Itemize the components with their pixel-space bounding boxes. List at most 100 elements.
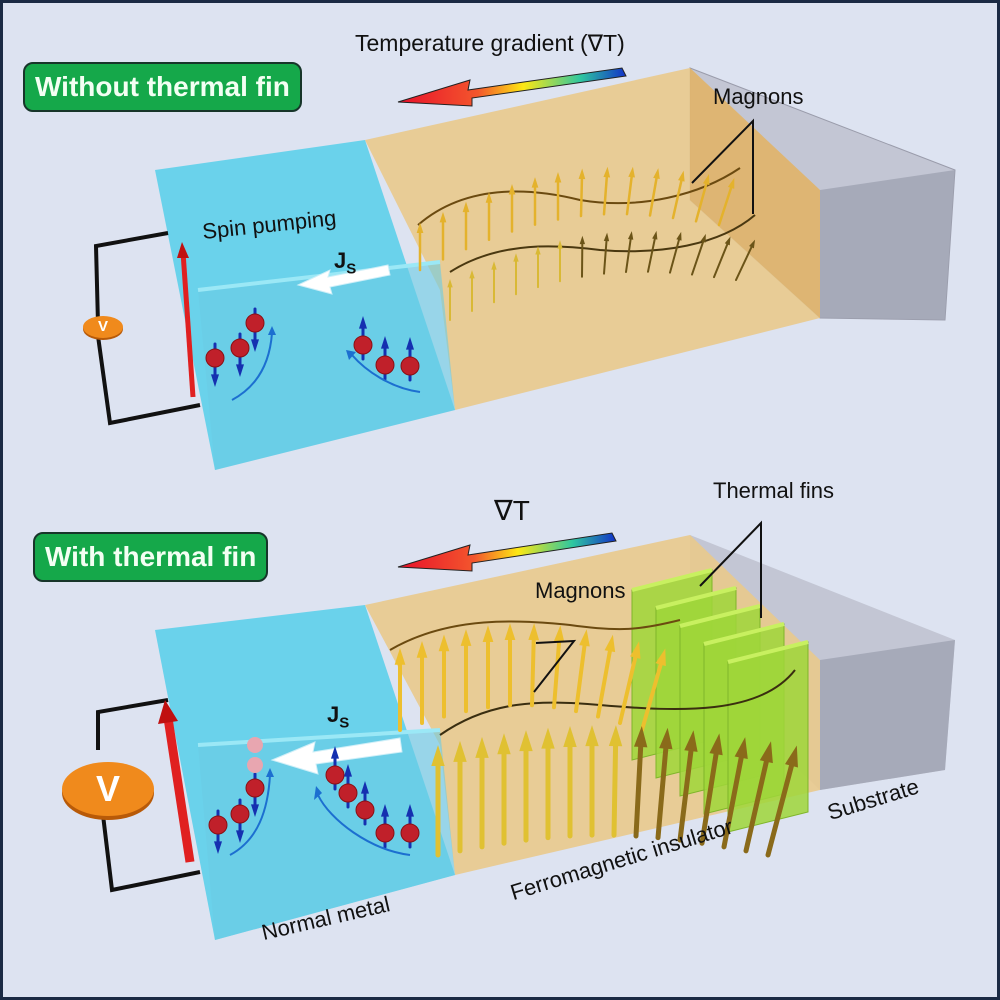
spin-current-arrow [296,264,391,295]
panel-title-text: Without thermal fin [35,71,290,102]
thermal-fin-edge [655,586,737,610]
spin-current-symbol: J [334,248,347,273]
circuit-wire [96,698,169,750]
spin-vector-head [528,623,540,641]
spin-vector-head [462,201,470,213]
electron [205,348,225,368]
spin-vector [691,238,705,276]
spin-vector-head [655,648,666,667]
spin-vector [596,644,613,719]
spin-vector-head [678,170,685,182]
electron [400,823,420,843]
spin-vector-head [604,634,616,653]
spin-vector-head [460,629,472,646]
spin-vector [713,241,730,279]
spin-vector-head [431,745,445,766]
electron [375,823,395,843]
spin-current-subscript: S [346,260,357,278]
spin-vector [579,174,584,218]
spin-flow-curve [317,794,411,856]
spin-vector [671,176,684,220]
spin-vector-head [628,166,635,178]
spin-vector [743,753,771,854]
spin-vector [618,650,639,725]
spin-vector-head [250,339,260,352]
spin-current-label-bottom: JS [327,702,349,731]
electron [355,800,375,820]
spin-vector-head [519,730,533,752]
electron [325,765,345,785]
electron [230,804,250,824]
spin-vector [633,738,644,839]
spin-vector [603,237,608,275]
spin-vector-head [727,177,735,189]
spin-vector-head [497,733,511,755]
temperature-gradient-label: Temperature gradient (∇T) [355,30,625,56]
spin-flow-curve [231,332,273,401]
electrons-top [205,307,420,387]
electron [230,338,250,358]
spin-vector-head [504,623,516,641]
red-voltage-arrow [163,717,195,863]
spin-vector-head [453,740,467,762]
spin-vector [735,244,754,281]
spin-vector [717,183,734,227]
magnons-leader [691,118,754,214]
spin-vector [699,745,720,846]
spin-vector [611,737,619,838]
spin-vector-head [684,730,698,752]
spin-vector-head [579,629,590,647]
electron [375,355,395,375]
voltmeter-top: V [83,316,123,338]
spin-flow-curve [229,774,271,856]
electron-faded [247,737,263,753]
magnon-wave-upper [389,619,681,651]
magnon-wave-upper [417,167,741,226]
spin-vector-head [541,727,555,749]
electron [208,815,228,835]
spin-vector-head [405,337,415,350]
spin-vector [530,633,536,708]
spin-vector-head [447,279,453,288]
spin-vector-head [358,316,368,329]
magnon-spins-top [416,166,756,321]
spin-vector-head [343,764,353,777]
electron [338,783,358,803]
spin-vector-head [535,246,541,255]
spin-current-symbol: J [327,702,340,727]
electron [245,778,265,798]
circuit-wire [96,335,201,426]
spin-vector-head [235,830,245,843]
spin-vector-head [603,166,611,178]
spin-vector [647,235,657,273]
spin-vector [694,180,709,223]
spin-vector-head [659,727,673,750]
spin-vector [648,174,659,217]
panel-title-text: With thermal fin [45,541,257,572]
spin-vector-head [608,725,623,747]
electron [245,313,265,333]
spin-current-subscript: S [339,714,350,732]
circuit-wire [101,814,201,893]
thermal-fin-edge [679,604,761,628]
magnons-label-bottom: Magnons [535,578,626,603]
spin-current-label-top: JS [334,248,356,277]
voltmeter-bottom: V [62,762,154,816]
spin-vector-head [578,168,586,180]
thermal-fins-label: Thermal fins [713,478,835,503]
spin-vector-head [438,634,450,652]
spin-vector-head [235,364,245,377]
magnon-wave-lower [449,214,756,273]
spin-vector-head [482,625,494,643]
thermal-fin-edge [727,640,809,664]
thermal-fin-edge [703,622,785,646]
spin-vector-head [553,625,565,643]
spin-vector [574,639,588,714]
spin-vector-head [416,222,424,233]
panel-title-without-fin: Without thermal fin [23,62,302,112]
spin-vector-head [330,746,340,759]
spin-vector-head [630,641,641,659]
spin-vector-head [709,733,723,756]
temperature-gradient-label-short: ∇T [494,495,530,526]
